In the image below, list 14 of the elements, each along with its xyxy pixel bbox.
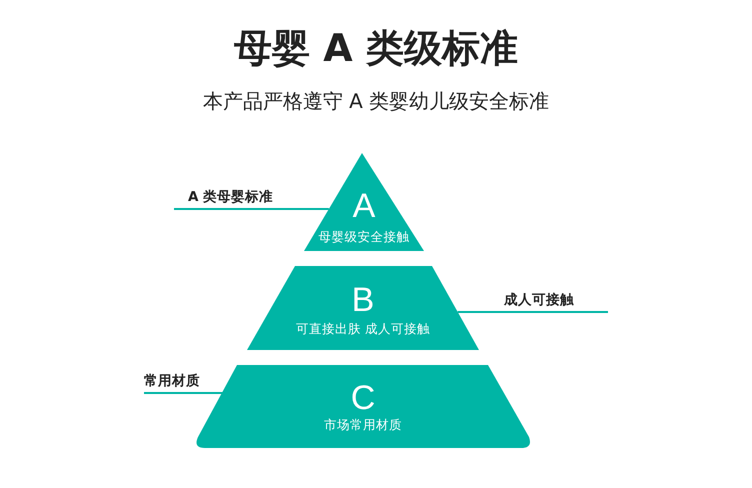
side-label: 成人可接触 [502, 291, 575, 310]
tier-label: 可直接出肤 成人可接触 [295, 321, 431, 337]
side-label: 常用材质 [144, 372, 201, 391]
side-label: A 类母婴标准 [187, 188, 274, 207]
title: 母婴 A 类级标准 [233, 25, 519, 72]
leader-line [174, 208, 329, 210]
tier-label: 母婴级安全接触 [318, 229, 410, 245]
tier-letter: B [350, 283, 376, 317]
leader-line [458, 311, 608, 313]
leader-line [144, 392, 223, 394]
tier-letter: A [352, 189, 376, 223]
tier-letter: C [350, 381, 376, 415]
tier-label: 市场常用材质 [323, 417, 403, 433]
subtitle: 本产品严格遵守 A 类婴幼儿级安全标准 [202, 88, 550, 114]
